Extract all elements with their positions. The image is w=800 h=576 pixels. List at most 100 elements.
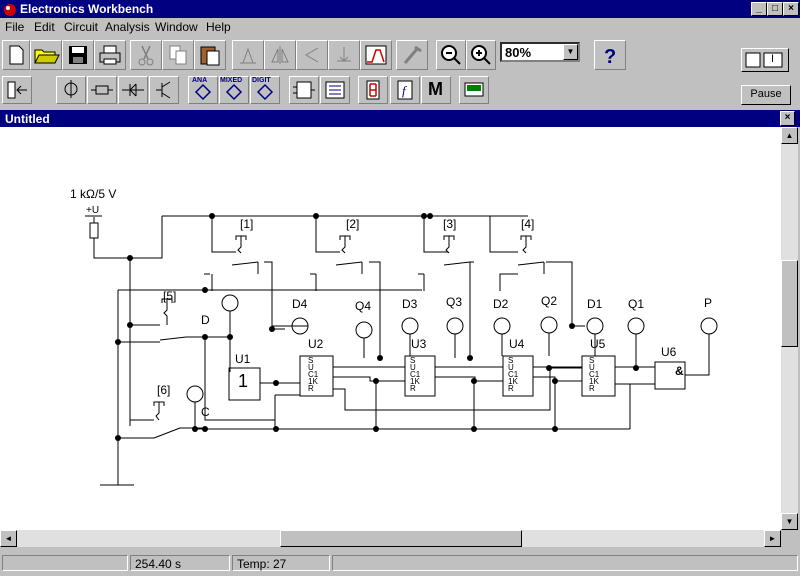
pin-s: S [410, 356, 416, 365]
pause-button[interactable]: Pause [741, 85, 791, 105]
printer-icon [99, 45, 121, 65]
new-file-icon [9, 45, 24, 65]
source-label: 1 kΩ/5 V [70, 187, 117, 201]
analog-ic-bin-button[interactable]: ANA [188, 76, 218, 104]
minimize-button[interactable]: _ [751, 2, 767, 16]
pin-s: S [589, 356, 595, 365]
probe-label-d3: D3 [402, 297, 418, 311]
digit-label: DIGIT [252, 77, 271, 84]
save-button[interactable] [62, 40, 94, 70]
part-label-u3: U3 [411, 337, 427, 351]
power-switch-label: I [771, 53, 775, 65]
instruments-bin-button[interactable] [459, 76, 489, 104]
menu-help[interactable]: Help [206, 20, 231, 34]
vertical-scroll-thumb[interactable] [781, 260, 798, 347]
diode-icon [122, 83, 144, 97]
key-label-2: [2] [346, 217, 360, 231]
pin-u: U [410, 363, 416, 372]
menu-file[interactable]: File [5, 20, 25, 34]
power-switch-icon [745, 52, 783, 68]
circuit-canvas[interactable]: 1 kΩ/5 V +U [1] [2] [3] [4] [5] [6] D4 Q… [0, 127, 781, 530]
subcircuit-button[interactable] [328, 40, 360, 70]
scroll-down-icon[interactable]: ▼ [781, 513, 798, 530]
key-label-5: [5] [163, 289, 177, 303]
flip-horizontal-icon [271, 46, 289, 64]
flip-horizontal-button[interactable] [264, 40, 296, 70]
part-label-u2: U2 [308, 337, 324, 351]
document-title: Untitled [5, 112, 50, 126]
new-file-button[interactable] [2, 40, 30, 70]
print-button[interactable] [94, 40, 126, 70]
scissors-icon [138, 45, 154, 66]
power-switch[interactable]: I [741, 48, 789, 72]
favorites-bin-button[interactable] [2, 76, 32, 104]
controls-bin-button[interactable]: f [390, 76, 420, 104]
zoom-out-button[interactable] [436, 40, 466, 70]
sources-bin-button[interactable] [56, 76, 86, 104]
folder-open-icon [34, 49, 60, 64]
help-icon: ? [604, 46, 616, 68]
ana-label: ANA [192, 77, 208, 84]
zoom-in-button[interactable] [466, 40, 496, 70]
inverter-label: 1 [238, 371, 249, 391]
close-button[interactable]: × [783, 2, 799, 16]
menu-analysis[interactable]: Analysis [105, 20, 150, 34]
scroll-left-icon[interactable]: ◄ [0, 530, 17, 547]
logic-gates-bin-button[interactable] [289, 76, 319, 104]
menu-edit[interactable]: Edit [34, 20, 55, 34]
probe-label-d: D [201, 313, 210, 327]
digital-ic-bin-button[interactable]: DIGIT [250, 76, 280, 104]
copy-button[interactable] [162, 40, 194, 70]
flip-vertical-button[interactable] [296, 40, 328, 70]
miscellaneous-bin-button[interactable]: M [421, 76, 451, 104]
pin-1k: 1K [308, 377, 318, 386]
rotate-icon [240, 47, 256, 64]
maximize-button[interactable]: □ [767, 2, 783, 16]
digital-bin-button[interactable] [320, 76, 350, 104]
pin-1k: 1K [410, 377, 420, 386]
horizontal-scrollbar[interactable]: ◄ ► [0, 530, 781, 547]
scroll-right-icon[interactable]: ► [764, 530, 781, 547]
open-file-button[interactable] [30, 40, 62, 70]
menubar: File Edit Circuit Analysis Window Help [0, 18, 800, 36]
paste-button[interactable] [194, 40, 226, 70]
transistors-bin-button[interactable] [149, 76, 179, 104]
scroll-up-icon[interactable]: ▲ [781, 127, 798, 144]
pin-s: S [508, 356, 514, 365]
mixed-ic-bin-button[interactable]: MIXED [219, 76, 249, 104]
indicators-bin-button[interactable] [358, 76, 388, 104]
mixed-ic-icon [225, 83, 243, 101]
diodes-bin-button[interactable] [118, 76, 148, 104]
zoom-out-icon [441, 45, 461, 65]
app-titlebar: Electronics Workbench _ □ × [0, 0, 800, 18]
menu-circuit[interactable]: Circuit [64, 20, 99, 34]
menu-window[interactable]: Window [155, 20, 198, 34]
temperature: Temp: 27 [232, 555, 330, 571]
chevron-down-icon[interactable]: ▼ [563, 44, 578, 60]
favorites-bin-icon [7, 81, 27, 99]
clipboard-icon [200, 46, 220, 66]
sources-bin-icon [64, 80, 78, 98]
probe-label-q4: Q4 [355, 299, 372, 313]
probe-label-q1: Q1 [628, 297, 645, 311]
help-button[interactable]: ? [594, 40, 626, 70]
logic-gate-icon [293, 81, 315, 99]
document-close-button[interactable]: × [780, 111, 795, 126]
horizontal-scroll-thumb[interactable] [280, 530, 522, 547]
vertical-scrollbar[interactable]: ▲ ▼ [781, 127, 798, 530]
misc-m-label: M [428, 79, 443, 99]
pin-r: R [508, 384, 514, 393]
simulation-time: 254.40 s [130, 555, 230, 571]
component-properties-button[interactable] [396, 40, 428, 70]
zoom-select[interactable]: 80% ▼ [500, 42, 580, 62]
svg-text:?: ? [604, 46, 616, 68]
basic-bin-button[interactable] [87, 76, 117, 104]
rotate-button[interactable] [232, 40, 264, 70]
graph-button[interactable] [360, 40, 392, 70]
cut-button[interactable] [130, 40, 162, 70]
pin-c1: C1 [508, 370, 519, 379]
transistor-icon [156, 81, 171, 99]
digital-ic-icon [256, 83, 274, 101]
